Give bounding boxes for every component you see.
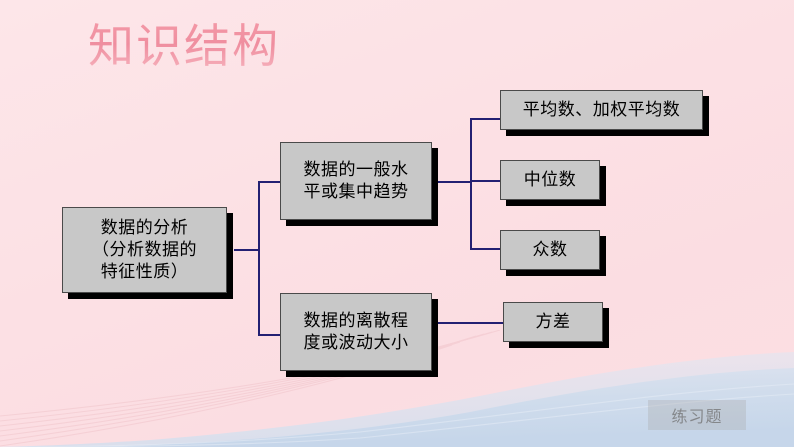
- node-variance: 方差: [503, 302, 603, 342]
- connector-right-trunk: [470, 118, 472, 250]
- connector-to-dispersion: [258, 334, 282, 336]
- node-mode: 众数: [500, 230, 600, 270]
- node-median: 中位数: [500, 160, 600, 200]
- connector-to-median: [470, 180, 502, 182]
- node-mean: 平均数、加权平均数: [500, 90, 703, 130]
- node-dispersion: 数据的离散程 度或波动大小: [280, 293, 432, 371]
- node-data-analysis: 数据的分析 （分析数据的 特征性质）: [62, 207, 227, 293]
- page-title: 知识结构: [88, 18, 280, 76]
- node-central-tendency: 数据的一般水 平或集中趋势: [280, 142, 432, 220]
- connector-root-to-branch: [234, 249, 260, 251]
- connector-to-mean: [470, 118, 502, 120]
- practice-problems-button[interactable]: 练习题: [648, 400, 746, 430]
- connector-to-variance: [432, 322, 504, 324]
- connector-central-to-branch: [432, 181, 472, 183]
- connector-to-mode: [470, 248, 502, 250]
- connector-to-central-tendency: [258, 181, 282, 183]
- connector-left-trunk: [258, 181, 260, 336]
